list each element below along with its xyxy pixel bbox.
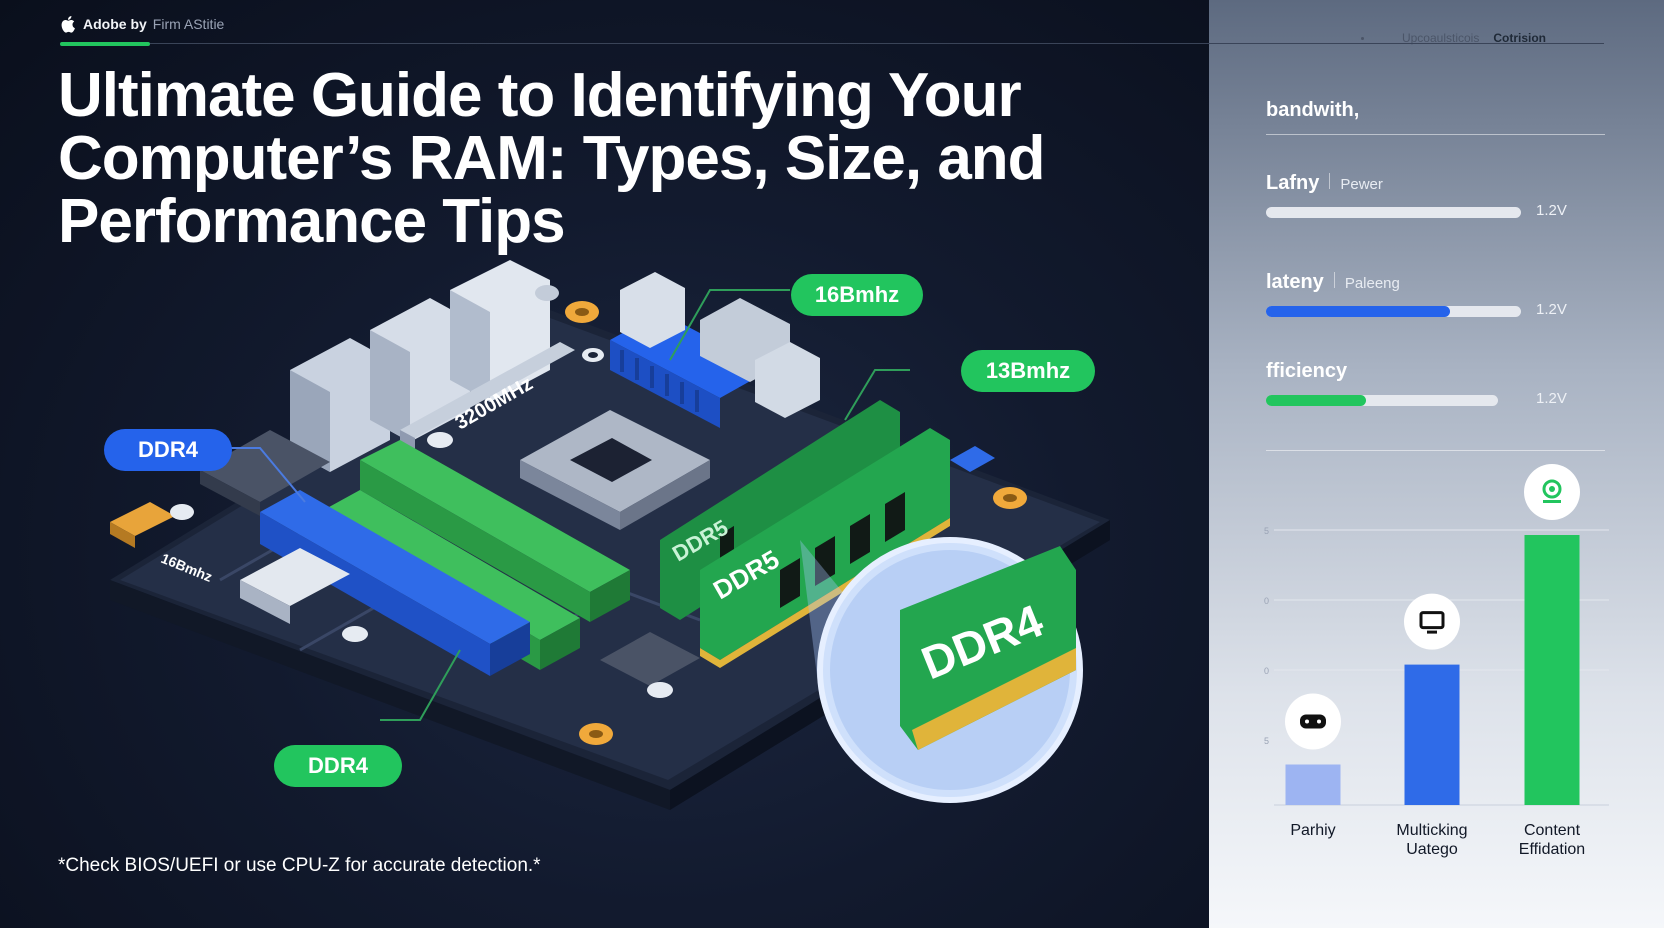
nav-dot — [1360, 36, 1364, 40]
brand-name: Adobe by — [83, 16, 147, 32]
brand[interactable]: Adobe by Firm AStitie — [60, 14, 224, 34]
chart-bar-2 — [1404, 664, 1460, 805]
metric-sub: Paleeng — [1344, 275, 1400, 292]
metric-bar — [1266, 207, 1521, 218]
metric-name: lateny — [1266, 271, 1324, 293]
magnifier-lens: DDR4 — [800, 537, 1083, 803]
metric-name: fficiency — [1266, 360, 1348, 382]
sidebar-heading: bandwith, — [1266, 99, 1360, 121]
location-icon — [1524, 464, 1580, 520]
gamepad-icon — [1285, 693, 1341, 750]
top-bar: Adobe by Firm AStitie Upcoaulsticois Cot… — [60, 14, 1605, 45]
y-tick-label: 0 — [1264, 596, 1269, 606]
brand-subtitle: Firm AStitie — [152, 16, 225, 32]
metric-bar — [1266, 395, 1498, 406]
metric-row-2: lateny Paleeng 1.2V — [1266, 271, 1606, 318]
metric-value: 1.2V — [1536, 301, 1567, 318]
metric-separator — [1333, 272, 1335, 288]
metric-row-1: Lafny Pewer 1.2V — [1266, 172, 1606, 219]
y-tick-label: 0 — [1264, 666, 1269, 676]
footnote: *Check BIOS/UEFI or use CPU-Z for accura… — [58, 855, 541, 876]
metric-value: 1.2V — [1536, 202, 1567, 219]
callout-13bmhz: 13Bmhz — [961, 350, 1095, 392]
metric-bar-fill — [1266, 306, 1450, 317]
stats-sidebar: bandwith, Lafny Pewer 1.2V lateny Paleen… — [1209, 0, 1664, 928]
apple-logo-icon — [61, 16, 75, 33]
callout-16bmhz: 16Bmhz — [791, 274, 923, 316]
hero-panel: 3200MHz 16Bmhz DDR5 DDR5 DDR4 16Bmhz 13B… — [0, 0, 1209, 928]
metric-bar-fill — [1266, 395, 1366, 406]
metric-bar — [1266, 306, 1521, 317]
top-nav: Upcoaulsticois Cotrision — [1360, 31, 1546, 45]
metric-separator — [1329, 173, 1331, 189]
brand-underline — [60, 42, 150, 46]
motherboard-illustration: 3200MHz 16Bmhz DDR5 DDR5 DDR4 — [110, 260, 1110, 810]
y-tick-label: 5 — [1264, 526, 1269, 536]
metric-row-3: fficiency 1.2V — [1266, 360, 1606, 407]
metric-name: Lafny — [1266, 172, 1320, 194]
x-category-label: Parhiy — [1290, 822, 1335, 839]
ram-sticks — [660, 400, 950, 668]
chart-bar-3 — [1524, 535, 1580, 805]
monitor-icon — [1404, 593, 1460, 650]
metric-value: 1.2V — [1536, 390, 1567, 407]
metric-sub: Pewer — [1340, 176, 1383, 193]
callout-ddr4-blue: DDR4 — [104, 429, 232, 471]
callout-ddr4-green: DDR4 — [274, 745, 402, 787]
top-rule — [150, 43, 1604, 44]
page-title: Ultimate Guide to Identifying Your Compu… — [58, 61, 1046, 256]
chart-bar-1 — [1285, 764, 1341, 805]
sidebar-divider — [1266, 134, 1605, 135]
nav-link-left[interactable]: Upcoaulsticois — [1401, 31, 1480, 45]
sidebar-divider — [1266, 450, 1605, 451]
nav-link-right[interactable]: Cotrision — [1493, 31, 1546, 45]
y-tick-label: 5 — [1264, 736, 1269, 746]
